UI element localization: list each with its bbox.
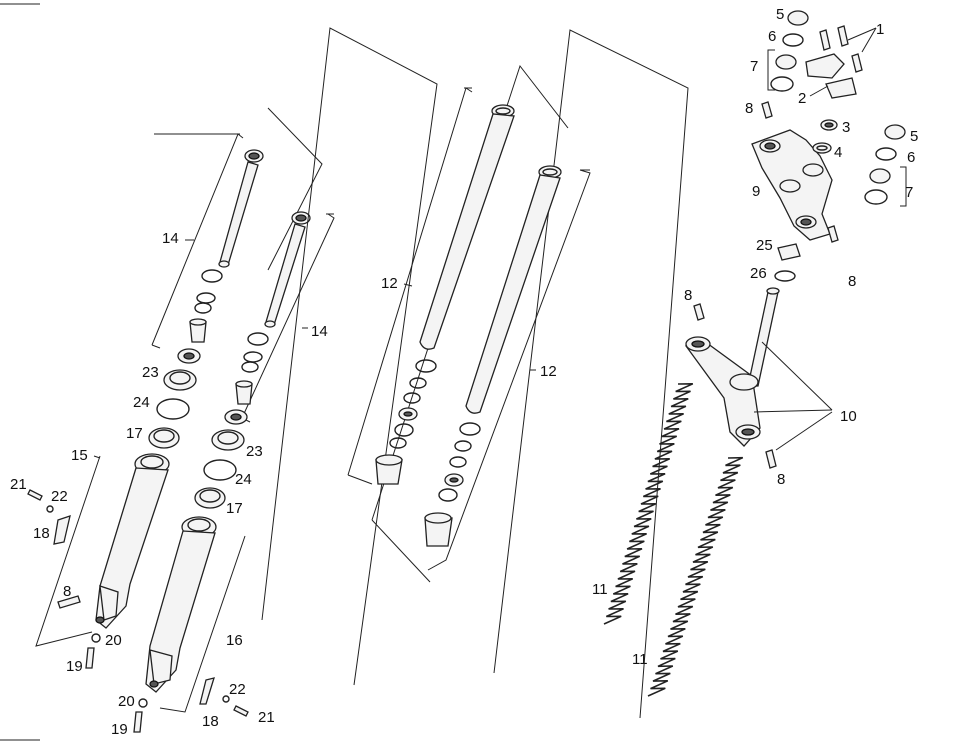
callout-21b: 21: [258, 709, 275, 726]
callout-8d: 8: [777, 471, 785, 488]
callout-9: 9: [752, 183, 760, 200]
callout-18b: 18: [202, 713, 219, 730]
corner-marks: [0, 3, 40, 741]
callout-17a: 17: [126, 425, 143, 442]
callout-14b: 14: [311, 323, 328, 340]
callout-20b: 20: [118, 693, 135, 710]
hardware-right: [133, 677, 249, 733]
fork-seals-right: [194, 332, 269, 509]
callout-24b: 24: [235, 471, 252, 488]
leader-lines: [93, 27, 877, 459]
fork-seals-left: [148, 269, 223, 449]
callout-17b: 17: [226, 500, 243, 517]
callout-23b: 23: [246, 443, 263, 460]
spring-right: [647, 456, 744, 697]
callout-8e: 8: [63, 583, 71, 600]
damper-rod-right: [264, 211, 311, 328]
tube-internals-left: [375, 359, 437, 485]
tube-internals-right: [424, 422, 481, 547]
hardware-left: [27, 489, 101, 669]
callout-brackets: [154, 49, 907, 215]
callout-26: 26: [750, 265, 767, 282]
callout-25: 25: [756, 237, 773, 254]
callout-11a: 11: [592, 581, 608, 598]
callout-12a: 12: [381, 275, 398, 292]
callout-20a: 20: [105, 632, 122, 649]
callout-12b: 12: [540, 363, 557, 380]
top-yoke: [751, 129, 839, 243]
steering-stem: [685, 287, 780, 469]
callout-6a: 6: [768, 28, 776, 45]
callout-5a: 5: [776, 6, 784, 23]
callout-3: 3: [842, 119, 850, 136]
callout-labels: 1 2 3 4 5 5 6 6 7 7 8 8 8 8 8 9 10 11 11…: [10, 6, 918, 738]
fork-tube-right: [465, 165, 562, 414]
callout-8a: 8: [745, 100, 753, 117]
callout-22b: 22: [229, 681, 246, 698]
callout-8b: 8: [848, 273, 856, 290]
callout-22a: 22: [51, 488, 68, 505]
fork-tube-left: [419, 104, 515, 350]
callout-4: 4: [834, 144, 842, 161]
callout-8c: 8: [684, 287, 692, 304]
callout-19b: 19: [111, 721, 128, 738]
callout-11b: 11: [632, 651, 648, 668]
callout-21a: 21: [10, 476, 27, 493]
callout-7a: 7: [750, 58, 758, 75]
callout-16: 16: [226, 632, 243, 649]
callout-15: 15: [71, 447, 88, 464]
callout-2: 2: [798, 90, 806, 107]
callout-6b: 6: [907, 149, 915, 166]
callout-24a: 24: [133, 394, 150, 411]
spring-left: [603, 383, 694, 625]
callout-5b: 5: [910, 128, 918, 145]
fork-slider-right: [145, 516, 246, 713]
damper-rod-left: [218, 149, 264, 268]
fork-slider-left: [35, 453, 170, 647]
callout-10: 10: [840, 408, 857, 425]
callout-1: 1: [876, 21, 884, 38]
callout-19a: 19: [66, 658, 83, 675]
callout-18a: 18: [33, 525, 50, 542]
callout-23a: 23: [142, 364, 159, 381]
callout-7b: 7: [905, 184, 913, 201]
exploded-outline-center: [261, 27, 689, 719]
callout-14a: 14: [162, 230, 179, 247]
handlebar-clamps: [761, 10, 906, 282]
